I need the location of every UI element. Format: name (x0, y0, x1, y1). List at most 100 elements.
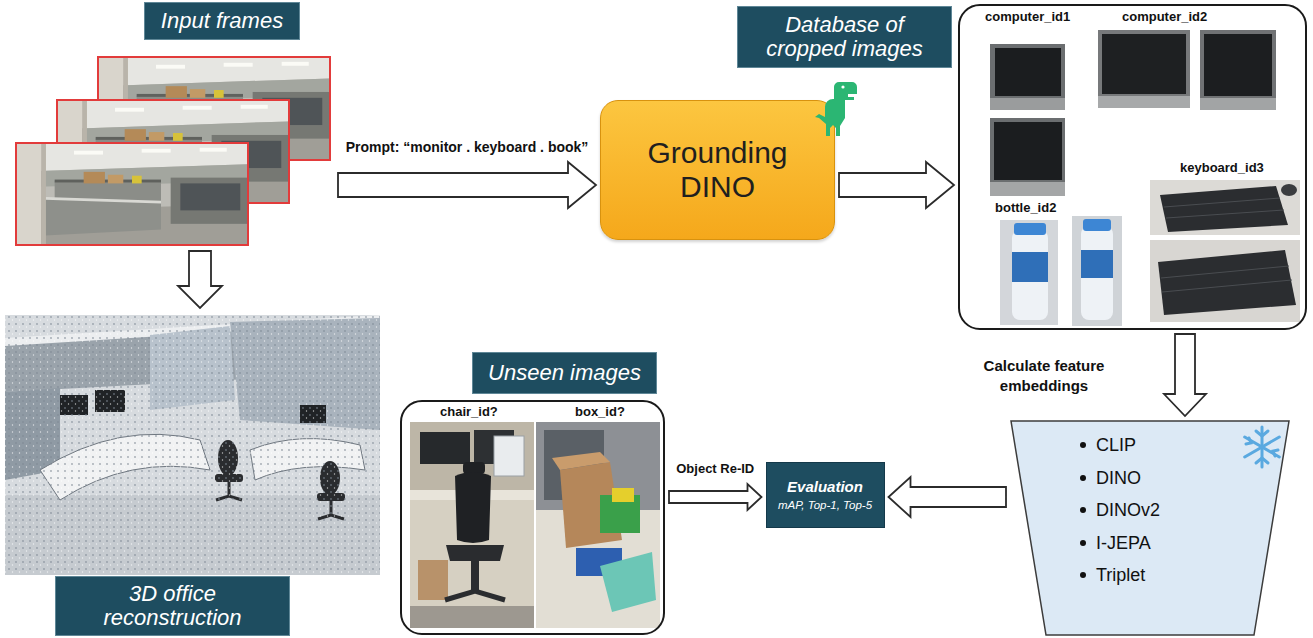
model-box: Grounding DINO (600, 100, 835, 240)
monitor-crop (1098, 30, 1190, 108)
input-frame-stack (16, 57, 330, 245)
chair-photo (420, 432, 470, 464)
block-arrow (1164, 334, 1206, 416)
monitor-crop (1098, 30, 1190, 108)
section-tag: 3D office reconstruction (55, 576, 290, 636)
dinosaur-icon (841, 85, 844, 88)
model-item: DINOv2 (1080, 499, 1160, 521)
reconstruction-image (5, 315, 380, 575)
edge-label: Calculate feature embeddings (965, 356, 1123, 395)
evaluation-box: Evaluation mAP, Top-1, Top-5 (766, 462, 885, 528)
section-tag: Input frames (144, 2, 300, 40)
bottle-crop (1000, 220, 1058, 325)
snowflake-icon (1245, 437, 1280, 457)
model-name: Grounding DINO (633, 136, 803, 205)
section-tag: Unseen images (472, 352, 657, 394)
box-title: Evaluation (787, 478, 863, 496)
edge-label: Object Re-ID (670, 461, 760, 478)
model-item: DINO (1080, 467, 1141, 489)
bottle-crop (1000, 220, 1058, 325)
keyboard-crop (1150, 240, 1300, 322)
chair-photo (418, 560, 448, 600)
box-photo (536, 422, 660, 628)
chair-photo (410, 422, 534, 628)
bottle-crop (1072, 216, 1122, 326)
box-photo (612, 488, 634, 502)
block-arrow (338, 162, 596, 208)
monitor-crop (994, 122, 1062, 180)
unseen-images-box: Unseen images (400, 400, 665, 635)
chair-photo (410, 422, 534, 628)
keyboard-crop (1161, 266, 1292, 292)
monitor-crop (990, 44, 1065, 110)
snowflake-icon (1245, 427, 1280, 467)
dinosaur-icon (815, 82, 857, 136)
bottle-crop (1012, 230, 1048, 320)
bottle-crop (1081, 250, 1113, 278)
crop-label: computer_id1 (985, 9, 1070, 25)
monitor-crop (990, 98, 1065, 110)
monitor-crop (990, 118, 1065, 196)
block-arrow (839, 162, 954, 208)
crop-label: computer_id2 (1122, 9, 1207, 25)
funnel-shape (1011, 421, 1289, 635)
crop-label: keyboard_id3 (1180, 160, 1264, 176)
snowflake-icon (1246, 438, 1278, 456)
crop-label: box_id? (575, 404, 625, 420)
monitor-crop (990, 118, 1065, 196)
input-frame-stack (16, 143, 248, 245)
metric-list: mAP, Top-1, Top-5 (778, 498, 872, 513)
bottle-crop (1072, 216, 1122, 326)
bottle-crop (1012, 252, 1048, 282)
crop-label: bottle_id2 (995, 200, 1056, 216)
block-arrow (669, 484, 762, 510)
chair-photo (471, 561, 479, 591)
monitor-crop (1200, 98, 1276, 110)
input-frames-group: Input frames (12, 2, 334, 247)
box-photo (536, 422, 660, 628)
section-tag: Database of cropped images (737, 6, 952, 68)
chair-photo (494, 436, 524, 476)
reconstruction-image (5, 315, 380, 575)
input-frame-stack (16, 143, 248, 245)
keyboard-crop (1158, 250, 1296, 315)
keyboard-crop (1150, 180, 1300, 235)
monitor-crop (1200, 30, 1276, 110)
keyboard-crop (1150, 180, 1300, 235)
dinosaur-icon (815, 82, 857, 136)
bottle-crop (1083, 219, 1111, 231)
box-photo (552, 452, 610, 470)
reconstruction-image (5, 315, 380, 575)
bottle-crop (1081, 226, 1113, 320)
monitor-crop (990, 182, 1065, 196)
snowflake-icon (1256, 431, 1268, 463)
edge-label: Prompt: “monitor . keyboard . book” (342, 138, 592, 156)
keyboard-crop (1150, 240, 1300, 322)
keyboard-crop (1164, 198, 1284, 218)
chair-photo (455, 472, 491, 543)
reconstruction-group: 3D office reconstruction (4, 312, 382, 638)
monitor-crop (1200, 30, 1276, 110)
monitor-crop (990, 44, 1065, 110)
monitor-crop (1098, 96, 1190, 108)
block-arrow (889, 477, 1007, 517)
funnel-outline (1010, 420, 1290, 636)
box-photo (600, 552, 656, 612)
chair-photo (445, 591, 505, 600)
model-item: Triplet (1080, 564, 1145, 586)
monitor-crop (1204, 34, 1272, 96)
chair-photo (410, 606, 534, 628)
model-item: I-JEPA (1080, 532, 1151, 554)
encoder-funnel: CLIPDINODINOv2I-JEPATriplet (1010, 420, 1290, 636)
keyboard-crop (1160, 186, 1288, 232)
snowflake-icon (1245, 437, 1280, 457)
crop-label: chair_id? (440, 404, 498, 420)
block-arrow (178, 251, 222, 308)
monitor-crop (1102, 34, 1186, 94)
snowflake-icon (1261, 427, 1264, 467)
chair-photo (446, 545, 504, 561)
monitor-crop (995, 48, 1061, 96)
bottle-crop (1014, 223, 1046, 235)
